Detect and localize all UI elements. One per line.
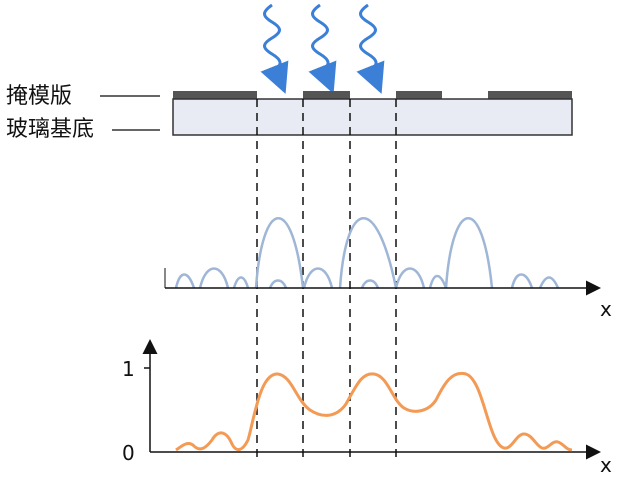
intensity-y-tick-low-label: 0 — [122, 441, 135, 465]
guide-lines — [256, 99, 397, 462]
amplitude-x-axis-label: x — [600, 297, 612, 321]
light-wave-arrow-2 — [308, 3, 337, 94]
intensity-x-axis-label: x — [600, 453, 612, 477]
intensity-plot: 1 0 x — [122, 339, 612, 477]
mask-bar — [303, 91, 350, 99]
amplitude-plot: x — [164, 217, 612, 321]
light-wave-arrow-1 — [260, 3, 289, 94]
mask-label: 掩模版 — [6, 84, 72, 109]
incident-light-group — [260, 3, 385, 94]
light-wave-arrow-3 — [356, 3, 385, 94]
intensity-curve — [175, 371, 573, 452]
mask-bar — [396, 91, 442, 99]
amplitude-curve — [174, 217, 560, 289]
mask-layer — [173, 91, 572, 99]
substrate-label: 玻璃基底 — [6, 117, 94, 142]
mask-bar — [488, 91, 572, 99]
intensity-y-tick-high-label: 1 — [122, 357, 135, 381]
glass-substrate — [172, 98, 573, 136]
mask-bar — [173, 91, 257, 99]
